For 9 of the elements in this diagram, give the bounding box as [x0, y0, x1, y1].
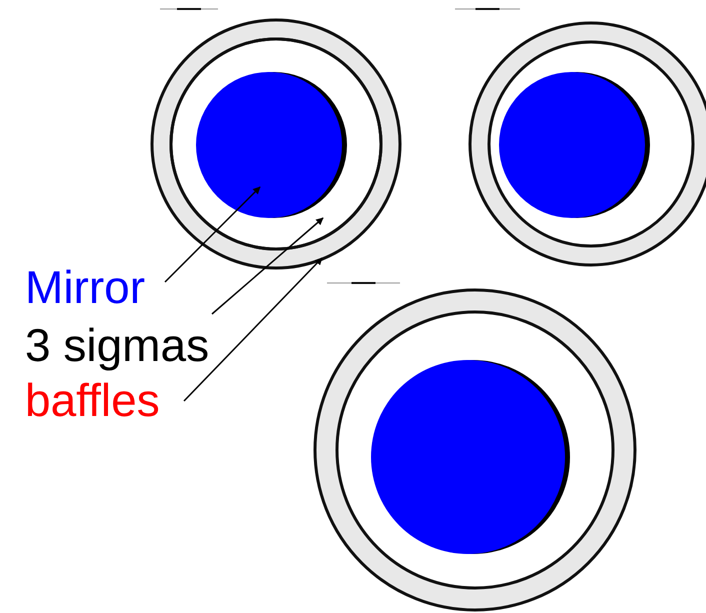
baffles-label: baffles [25, 374, 160, 426]
leader-line [183, 257, 323, 402]
baffle-ring [150, 18, 402, 270]
leader-line [212, 217, 324, 315]
mirror-label: Mirror [25, 261, 146, 313]
sigma-label: 3 sigmas [25, 319, 210, 371]
mirror-disk [196, 72, 347, 218]
sigma-circle [170, 38, 382, 250]
leader-line [164, 186, 261, 283]
